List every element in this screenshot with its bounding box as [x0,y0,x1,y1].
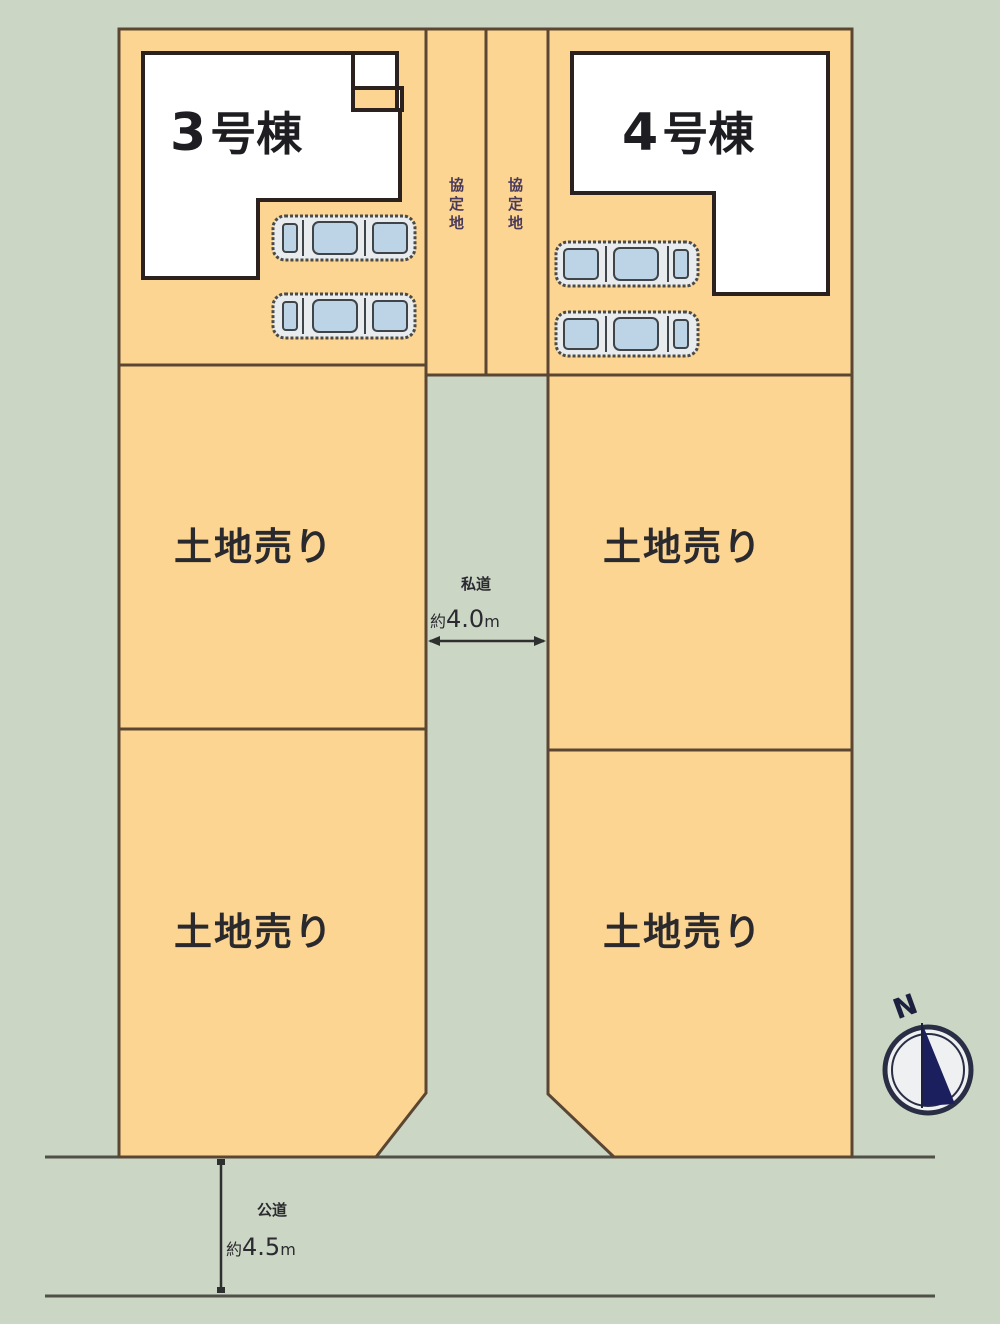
building-3-label: 3号棟 [170,103,303,163]
public-road-dimension: 公道 約4.5m [217,1159,296,1293]
car-icon [271,292,417,340]
svg-text:協: 協 [449,176,464,194]
easement-strip-right[interactable] [484,27,550,377]
arrow-left-icon [428,636,440,646]
svg-text:協: 協 [508,176,523,194]
car-icon [271,214,417,262]
private-road-name: 私道 [460,575,491,593]
building-3-footprint[interactable] [141,51,404,280]
building-4-footprint[interactable] [570,51,830,296]
land-lot-right-upper[interactable] [546,373,854,752]
car-icon [554,240,700,288]
land-lot-left-upper[interactable] [117,363,428,731]
land-lot-label: 土地売り [174,910,334,954]
private-road-dimension: 私道 約4.0m [428,575,546,646]
private-road-width: 約4.0m [430,605,500,633]
svg-text:定: 定 [449,195,464,213]
land-lot-label: 土地売り [174,525,334,569]
car-icon [554,310,700,358]
arrow-right-icon [534,636,546,646]
svg-text:定: 定 [508,195,523,213]
compass-needle-icon [922,1023,955,1106]
land-lot-left-lower[interactable] [117,727,428,1159]
land-lot-right-lower[interactable] [546,748,854,1159]
north-compass: N [882,987,974,1116]
svg-text:地: 地 [449,214,464,232]
svg-text:地: 地 [508,214,523,232]
land-lot-label: 土地売り [603,525,763,569]
public-road-width: 約4.5m [226,1233,296,1261]
compass-north-label: N [889,987,922,1026]
arrow-bottom-icon [217,1287,225,1293]
arrow-top-icon [217,1159,225,1165]
land-lots: 土地売り 土地売り 土地売り 土地売り [117,363,854,1159]
public-road-name: 公道 [257,1201,287,1219]
public-road [45,1155,935,1298]
top-row: 3号棟 4号棟 協 定 地 協 定 地 [117,27,854,377]
land-lot-label: 土地売り [603,910,763,954]
easement-label-right: 協 定 地 [508,176,523,232]
easement-label-left: 協 定 地 [449,176,464,232]
building-4-label: 4号棟 [622,103,755,163]
